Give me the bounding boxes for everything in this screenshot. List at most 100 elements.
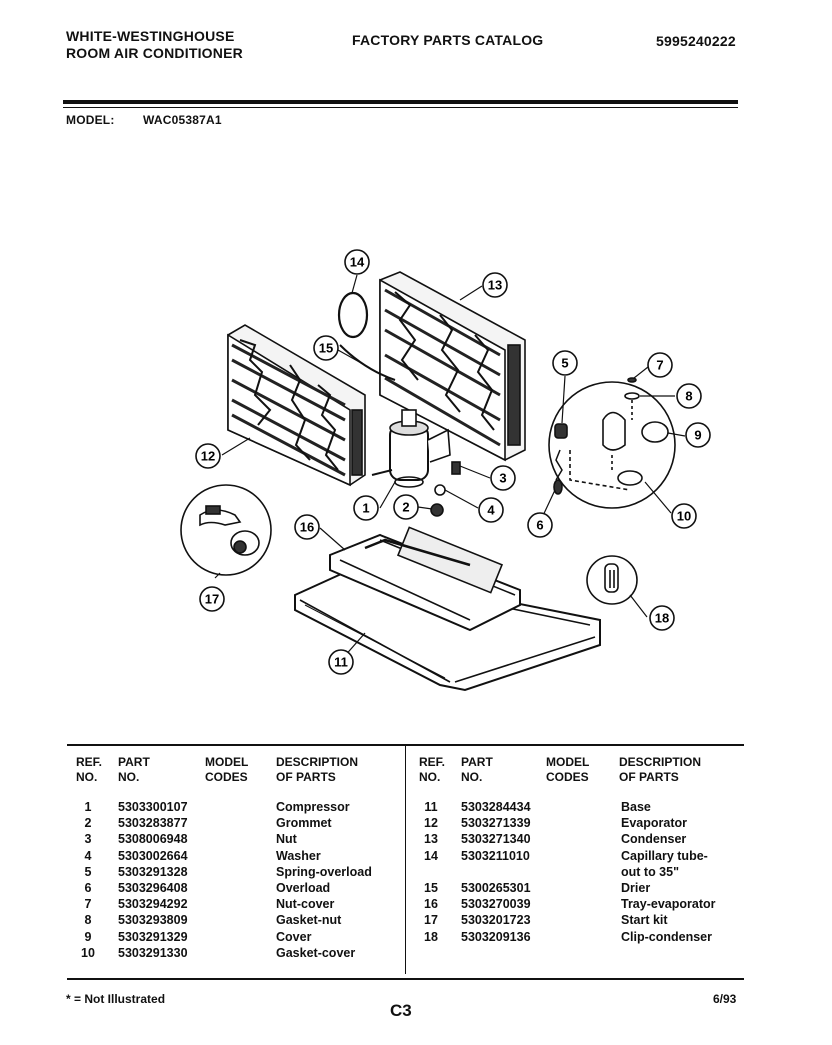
ref-number: 1 <box>84 800 92 814</box>
ref-number: 18 <box>424 929 438 944</box>
part-number: 5303283877 <box>118 816 188 831</box>
svg-text:18: 18 <box>655 611 669 626</box>
callout-3: 3 <box>490 465 516 491</box>
evaporator-coil <box>227 324 366 487</box>
part-description: Base <box>621 800 651 814</box>
svg-text:14: 14 <box>350 255 365 270</box>
ref-number: 13 <box>424 832 438 847</box>
svg-text:7: 7 <box>656 358 663 373</box>
part-description: Condenser <box>621 832 687 847</box>
svg-text:8: 8 <box>685 389 692 404</box>
callout-7: 7 <box>647 352 673 378</box>
page-code: C3 <box>390 1001 412 1020</box>
left-ref-header: REF.NO. <box>76 755 103 784</box>
ref-number: 8 <box>84 913 92 928</box>
part-description: Drier <box>621 881 651 895</box>
ref-number: 11 <box>424 800 438 814</box>
part-number: 5303291329 <box>118 929 188 944</box>
callout-2: 2 <box>393 494 419 520</box>
callout-15: 15 <box>313 335 339 361</box>
ref-number: 2 <box>84 816 92 831</box>
callout-16: 16 <box>294 514 320 540</box>
svg-text:12: 12 <box>201 449 215 464</box>
svg-text:4: 4 <box>487 503 495 518</box>
capillary-tube-loop <box>337 291 369 339</box>
part-description: Evaporator <box>621 816 687 831</box>
callout-12: 12 <box>195 443 221 469</box>
part-number: 5303293809 <box>118 913 188 928</box>
callout-8: 8 <box>676 383 702 409</box>
part-number: 5303002664 <box>118 848 188 863</box>
ref-number: 7 <box>84 897 92 912</box>
part-number: 5303270039 <box>461 897 531 912</box>
svg-text:2: 2 <box>402 500 409 515</box>
ref-number: 5 <box>84 864 92 879</box>
svg-text:1: 1 <box>362 501 369 516</box>
right-ref-header: REF.NO. <box>419 755 446 784</box>
callout-13: 13 <box>482 272 508 298</box>
callout-10: 10 <box>671 503 697 529</box>
catalog-title: FACTORY PARTS CATALOG <box>352 32 544 48</box>
callout-1: 1 <box>353 495 379 521</box>
svg-text:17: 17 <box>205 592 219 607</box>
part-number: 5303296408 <box>118 881 188 895</box>
part-description: Gasket-nut <box>276 913 342 928</box>
ref-number: 14 <box>424 848 438 863</box>
part-description: Gasket-cover <box>276 945 356 960</box>
callout-5: 5 <box>552 350 578 376</box>
ref-number: 17 <box>424 913 438 928</box>
part-description: Tray-evaporator <box>621 897 716 912</box>
svg-text:5: 5 <box>561 356 568 371</box>
ref-number: 4 <box>84 848 92 863</box>
part-description: Overload <box>276 881 331 895</box>
part-number: 5303211010 <box>461 848 530 863</box>
ref-number: 12 <box>424 816 438 831</box>
part-number: 5303271340 <box>461 832 531 847</box>
header-rule-thick <box>63 100 738 104</box>
callout-leaders <box>214 274 686 659</box>
compressor <box>371 409 451 488</box>
part-description: Clip-condenser <box>621 929 712 944</box>
part-number: 5303291328 <box>118 864 188 879</box>
part-number: 5300265301 <box>461 881 531 895</box>
catalog-number: 5995240222 <box>656 33 736 49</box>
svg-text:6: 6 <box>536 518 543 533</box>
ref-number: 10 <box>81 945 95 960</box>
overload-detail <box>548 377 676 509</box>
svg-text:3: 3 <box>499 471 506 486</box>
not-illustrated-note: * = Not Illustrated <box>66 992 166 1006</box>
washer <box>434 484 446 496</box>
svg-text:16: 16 <box>300 520 314 535</box>
callout-6: 6 <box>527 512 553 538</box>
part-description: Nut <box>276 832 297 847</box>
part-number: 5303291330 <box>118 945 188 960</box>
callout-9: 9 <box>685 422 711 448</box>
grommet <box>430 503 444 517</box>
svg-text:13: 13 <box>488 278 502 293</box>
part-description: Nut-cover <box>276 897 335 912</box>
ref-number: 3 <box>84 832 92 847</box>
part-description: Spring-overload <box>276 864 372 879</box>
brand-name: WHITE-WESTINGHOUSE <box>66 28 235 44</box>
model-label: MODEL: <box>66 113 115 127</box>
part-description: Grommet <box>276 816 332 831</box>
header-rule-thin <box>63 107 738 108</box>
part-description: Capillary tube- <box>621 848 708 863</box>
part-number: 5303284434 <box>461 800 531 814</box>
part-number: 5303294292 <box>118 897 188 912</box>
ref-number: 15 <box>424 881 438 895</box>
part-description: Cover <box>276 929 312 944</box>
table-bottom-rule <box>67 978 744 980</box>
part-description: Washer <box>276 848 321 863</box>
model-value: WAC05387A1 <box>143 113 222 127</box>
svg-text:11: 11 <box>334 655 348 670</box>
callout-4: 4 <box>478 497 504 523</box>
svg-text:9: 9 <box>694 428 701 443</box>
start-kit-detail <box>180 484 272 576</box>
